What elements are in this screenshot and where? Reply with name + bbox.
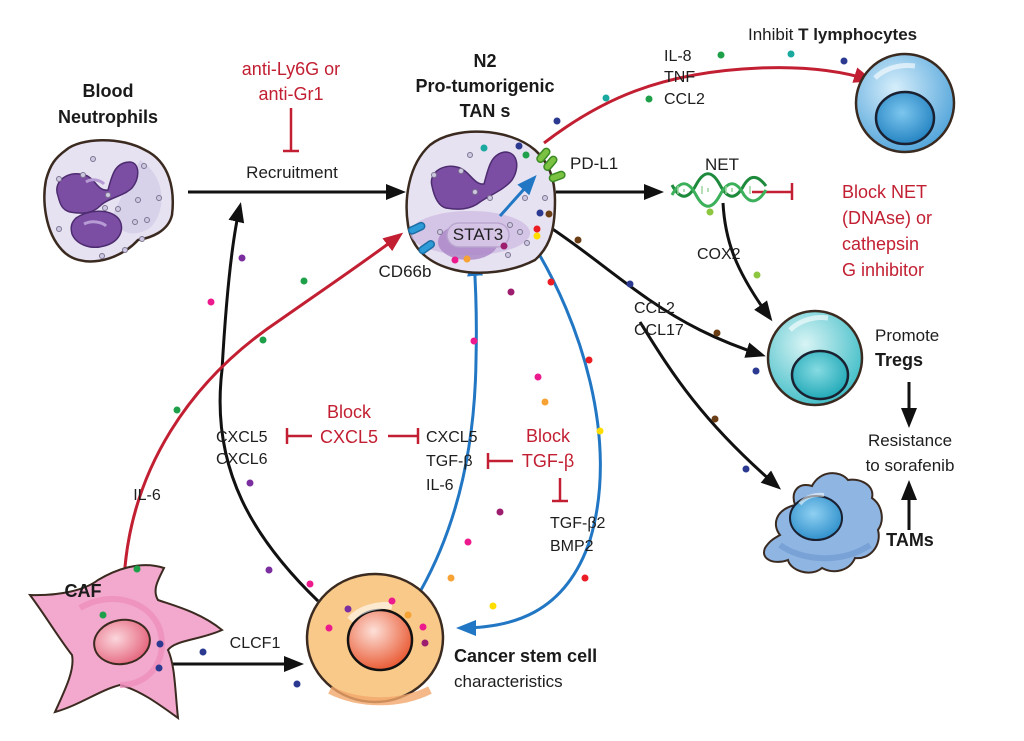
ccl2-treg-label: CCL2 [634,300,675,317]
il6-caf-label: IL-6 [133,487,161,504]
clcf1-label: CLCF1 [230,635,281,652]
tan-title-tans: TAN s [460,101,511,121]
pd-l1-label: PD-L1 [570,154,618,173]
net-dna-icon [670,172,768,208]
cancer-stem-cell [305,572,445,706]
block-tgfb-label: Block [526,426,571,446]
tregs-label: Tregs [875,350,923,370]
tgfb2-label: TGF-β2 [550,515,606,532]
net-label: NET [705,155,739,174]
t-lymphocytes-prefix: Inhibit [748,25,798,44]
connectors [122,66,917,672]
tan-to-tam-arrow [638,321,782,490]
il6-right-label: IL-6 [426,477,454,494]
t-lymphocytes-bold: T lymphocytes [798,25,917,44]
caf-label: CAF [65,581,102,601]
treg-cell [766,309,864,407]
pd-l1-receptor-icon [536,147,566,183]
recruitment-label: Recruitment [246,163,338,182]
il8-label: IL-8 [664,48,692,65]
cxcl5-recruitment-arrow [218,202,320,603]
block-net-label-3: cathepsin [842,234,919,254]
cd66b-receptor-icon [407,221,436,255]
anti-ly6g-label: anti-Ly6G or [242,59,340,79]
anti-ly6g-label-2: anti-Gr1 [258,84,323,104]
block-net-label-4: G inhibitor [842,260,924,280]
block-tgfb-label-2: TGF-β [522,451,574,471]
tan-cell [405,130,566,275]
block-cxcl5-label: Block [327,402,372,422]
cxcl5-right-label: CXCL5 [426,429,478,446]
cxcl6-label: CXCL6 [216,451,268,468]
cox2-arrow [721,202,773,322]
resistance-label-2: to sorafenib [866,456,955,475]
stat3-to-pdl1-arrow [498,175,537,218]
cox2-label: COX2 [697,246,741,263]
ccl2-label: CCL2 [664,91,705,108]
stat3-box [446,222,510,248]
blood-neutrophils-title: Blood [83,81,134,101]
t-lymphocyte-cell [854,52,956,154]
cd66b-label: CD66b [379,262,432,281]
cancer-stem-cell-label: Cancer stem cell [454,646,597,666]
cancer-stem-cell-label-2: characteristics [454,672,563,691]
block-cxcl5-label-2: CXCL5 [320,427,378,447]
blood-neutrophils-title-2: Neutrophils [58,107,158,127]
tan-to-tcell-arrow [543,66,874,145]
caf-cell [27,564,224,721]
t-lymphocytes-title: Inhibit T lymphocytes [748,25,917,44]
tan-title-n2: N2 [473,51,496,71]
cxcl5-left-label: CXCL5 [216,429,268,446]
block-net-label-2: (DNAse) or [842,208,932,228]
tam-cell [763,472,883,574]
resistance-label: Resistance [868,431,952,450]
blood-neutrophil-cell [43,139,174,263]
signaling-molecule-dots [133,50,848,688]
tan-to-cancer-arrow [456,243,602,636]
tams-label: TAMs [886,530,934,550]
bmp2-label: BMP2 [550,538,594,555]
promote-label: Promote [875,326,939,345]
cancer-to-stat3-arrow [419,256,484,591]
block-net-label: Block NET [842,182,927,202]
tan-title-pro: Pro-tumorigenic [415,76,554,96]
tnf-label: TNF [664,69,695,86]
ccl17-label: CCL17 [634,322,684,339]
il6-arrow [122,232,404,581]
ccl-to-treg-arrow [547,224,766,358]
stat3-label: STAT3 [453,225,503,244]
tgfb-label: TGF-β [426,453,473,470]
